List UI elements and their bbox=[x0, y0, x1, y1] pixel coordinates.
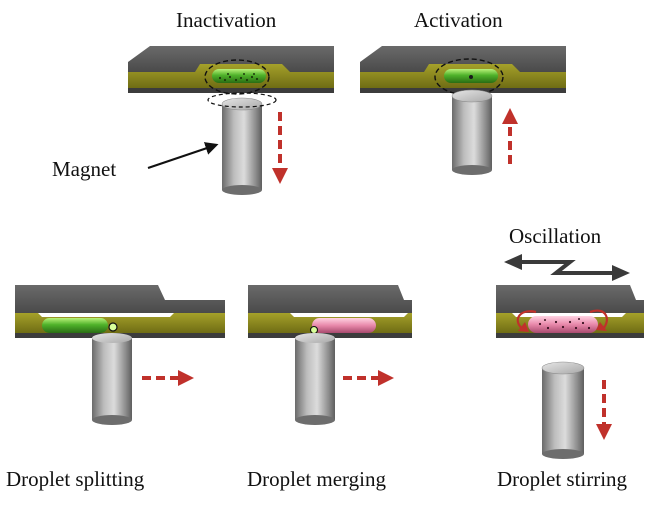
magnet-cylinder bbox=[222, 104, 262, 190]
droplet-green bbox=[42, 318, 108, 333]
label-activation: Activation bbox=[414, 8, 503, 32]
label-droplet-splitting: Droplet splitting bbox=[6, 467, 145, 491]
magnetic-particles bbox=[218, 73, 259, 82]
particle-cluster bbox=[469, 75, 473, 79]
label-oscillation: Oscillation bbox=[509, 224, 602, 248]
oscillation-arrow bbox=[520, 260, 614, 275]
magnet-cylinder bbox=[542, 368, 584, 454]
label-droplet-merging: Droplet merging bbox=[247, 467, 387, 491]
panel-droplet-splitting bbox=[15, 285, 225, 425]
droplet-green bbox=[212, 69, 266, 83]
magnet-cylinder bbox=[295, 338, 335, 420]
label-inactivation: Inactivation bbox=[176, 8, 277, 32]
magnet-cylinder bbox=[452, 96, 492, 170]
watermark: 知乎 @WV分享库 bbox=[500, 471, 634, 490]
droplet-pink bbox=[528, 316, 598, 333]
panel-droplet-stirring bbox=[496, 254, 644, 459]
panel-droplet-merging bbox=[248, 285, 412, 425]
droplet-pink bbox=[312, 318, 376, 333]
magnetic-particles bbox=[538, 318, 591, 330]
magnet-field-ring bbox=[207, 92, 277, 108]
magnet-cylinder bbox=[92, 338, 132, 420]
merging-droplet bbox=[309, 325, 319, 335]
label-droplet-stirring: Droplet stirring bbox=[497, 467, 628, 491]
panel-inactivation bbox=[128, 46, 334, 195]
magnet-pointer bbox=[147, 142, 219, 170]
label-magnet: Magnet bbox=[52, 157, 117, 181]
highlight-ellipse bbox=[204, 59, 270, 95]
chip-bottom-plate bbox=[128, 88, 334, 93]
split-droplet bbox=[108, 322, 118, 332]
panel-activation bbox=[360, 46, 566, 175]
